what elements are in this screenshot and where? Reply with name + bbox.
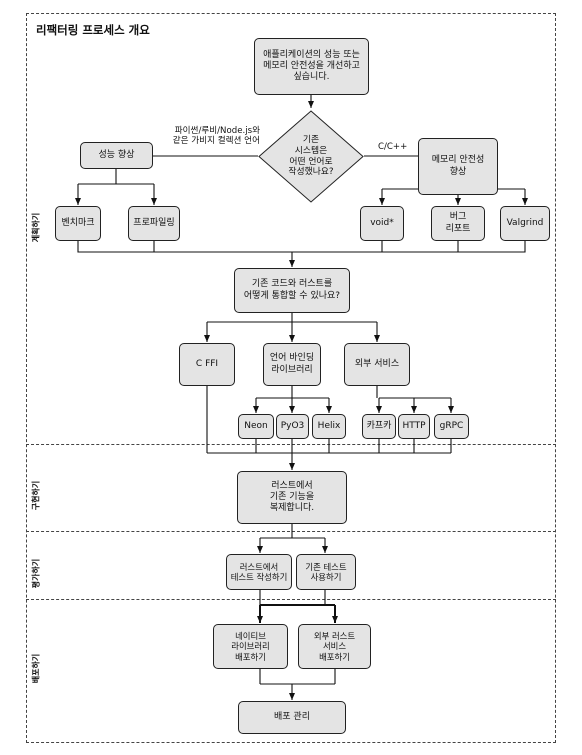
edge-label-gc-languages: 파이썬/루비/Node.js와 같은 가비지 컬렉션 언어	[172, 126, 260, 147]
node-benchmark: 벤치마크	[55, 206, 101, 241]
node-language-binding: 언어 바인딩 라이브러리	[263, 343, 321, 386]
node-grpc: gRPC	[434, 414, 469, 439]
node-valgrind: Valgrind	[500, 206, 550, 241]
node-void-ptr: void*	[360, 206, 404, 241]
node-replicate: 러스트에서 기존 기능을 복제합니다.	[237, 471, 347, 524]
node-external-service-deploy: 외부 러스트 서비스 배포하기	[298, 624, 371, 669]
node-c-ffi: C FFI	[179, 343, 235, 386]
node-http: HTTP	[398, 414, 430, 439]
node-native-library-deploy: 네이티브 라이브러리 배포하기	[213, 624, 288, 669]
edge-label-c-cpp: C/C++	[378, 142, 408, 152]
node-bug-report: 버그 리포트	[431, 206, 485, 241]
node-performance: 성능 향상	[80, 142, 153, 169]
process-frame	[26, 13, 556, 743]
diagram-title: 리팩터링 프로세스 개요	[36, 23, 150, 37]
node-memory-safety: 메모리 안전성 향상	[418, 138, 498, 195]
node-kafka: 카프카	[362, 414, 396, 439]
section-divider-implement	[26, 444, 556, 445]
node-profiling: 프로파일링	[128, 206, 180, 241]
node-pyo3: PyO3	[276, 414, 309, 439]
edge-tools-join	[77, 241, 526, 253]
section-divider-evaluate	[26, 531, 556, 532]
node-external-service: 외부 서비스	[344, 343, 410, 386]
node-neon: Neon	[238, 414, 274, 439]
node-existing-tests: 기존 테스트 사용하기	[296, 554, 356, 590]
section-divider-deploy	[26, 599, 556, 600]
node-integrate-question: 기존 코드와 러스트를 어떻게 통합할 수 있나요?	[234, 268, 350, 313]
node-deploy-management: 배포 관리	[238, 701, 346, 734]
decision-diamond-shape	[258, 110, 364, 203]
node-helix: Helix	[312, 414, 346, 439]
decision-text: 기존 시스템은 어떤 언어로 작성했나요?	[288, 134, 334, 178]
node-rust-tests: 러스트에서 테스트 작성하기	[226, 554, 292, 590]
node-decision: 기존 시스템은 어떤 언어로 작성했나요?	[258, 110, 364, 203]
node-start: 애플리케이션의 성능 또는 메모리 안전성을 개선하고 싶습니다.	[254, 38, 369, 95]
